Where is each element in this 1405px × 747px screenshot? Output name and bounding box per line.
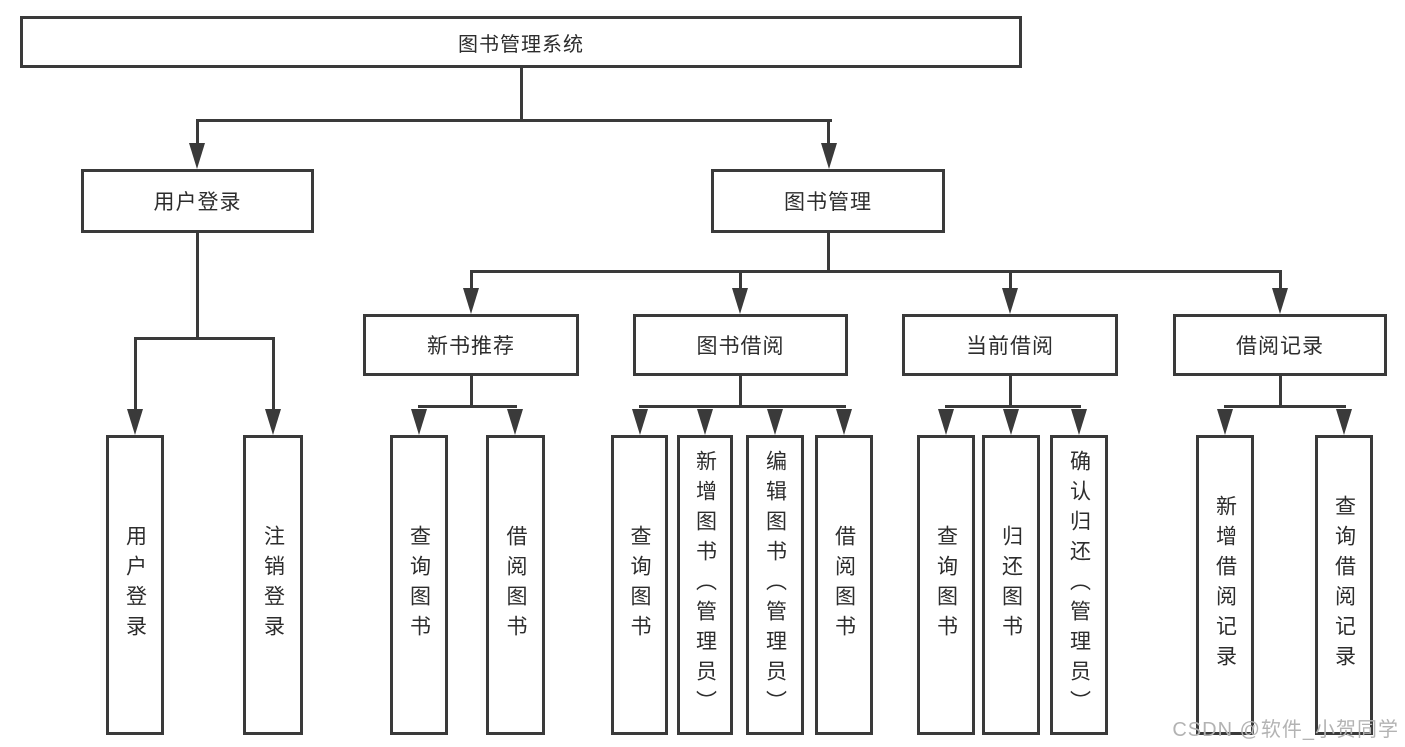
leaf-query-books: 查询图书	[611, 435, 668, 735]
arrowhead-down-icon	[732, 288, 748, 314]
leaf-label: 借阅图书	[832, 525, 856, 645]
arrowhead-down-icon	[836, 409, 852, 435]
connector-line	[470, 270, 473, 292]
leaf-label: 借阅图书	[504, 525, 527, 645]
connector-line	[827, 233, 830, 273]
connector-line	[470, 376, 473, 408]
leaf-add-borrow-record: 新增借阅记录	[1196, 435, 1254, 735]
leaf-label: 用户登录	[123, 525, 147, 645]
arrowhead-down-icon	[463, 288, 479, 314]
leaf-label: 新增借阅记录	[1213, 495, 1237, 675]
arrowhead-down-icon	[821, 143, 837, 169]
node-borrowing-records: 借阅记录	[1173, 314, 1387, 376]
leaf-add-books-admin: 新增图书（管理员）	[677, 435, 733, 735]
connector-line	[639, 405, 846, 408]
arrowhead-down-icon	[189, 143, 205, 169]
leaf-logout: 注销登录	[243, 435, 303, 735]
node-book-management: 图书管理	[711, 169, 945, 233]
node-label: 图书管理	[784, 191, 872, 214]
connector-line	[196, 233, 199, 340]
arrowhead-down-icon	[767, 409, 783, 435]
leaf-borrow-books: 借阅图书	[815, 435, 873, 735]
node-user-login: 用户登录	[81, 169, 314, 233]
leaf-label: 编辑图书（管理员）	[763, 450, 787, 720]
node-label: 图书管理系统	[458, 33, 584, 56]
connector-line	[945, 405, 1081, 408]
leaf-label: 归还图书	[999, 525, 1023, 645]
leaf-return-books: 归还图书	[982, 435, 1040, 735]
node-library-management-system: 图书管理系统	[20, 16, 1022, 68]
leaf-query-books: 查询图书	[917, 435, 975, 735]
leaf-user-login: 用户登录	[106, 435, 164, 735]
node-label: 图书借阅	[696, 335, 785, 358]
arrowhead-down-icon	[1272, 288, 1288, 314]
connector-line	[1279, 270, 1282, 292]
connector-line	[1009, 270, 1012, 292]
node-label: 借阅记录	[1236, 335, 1324, 358]
node-label: 新书推荐	[427, 335, 515, 358]
connector-line	[739, 376, 742, 408]
connector-line	[520, 68, 523, 122]
connector-line	[470, 270, 1282, 273]
node-book-borrowing: 图书借阅	[633, 314, 848, 376]
node-new-book-recommendation: 新书推荐	[363, 314, 579, 376]
arrowhead-down-icon	[938, 409, 954, 435]
arrowhead-down-icon	[507, 409, 523, 435]
connector-line	[418, 405, 517, 408]
watermark: CSDN @软件_小贺同学	[1172, 719, 1399, 741]
leaf-label: 新增图书（管理员）	[693, 450, 717, 720]
leaf-edit-books-admin: 编辑图书（管理员）	[746, 435, 804, 735]
leaf-label: 查询图书	[628, 525, 651, 645]
leaf-borrow-books: 借阅图书	[486, 435, 545, 735]
arrowhead-down-icon	[1002, 288, 1018, 314]
leaf-query-books: 查询图书	[390, 435, 448, 735]
arrowhead-down-icon	[265, 409, 281, 435]
connector-line	[1224, 405, 1346, 408]
arrowhead-down-icon	[1003, 409, 1019, 435]
leaf-confirm-return-admin: 确认归还（管理员）	[1050, 435, 1108, 735]
node-current-borrowing: 当前借阅	[902, 314, 1118, 376]
arrowhead-down-icon	[697, 409, 713, 435]
node-label: 当前借阅	[966, 335, 1054, 358]
arrowhead-down-icon	[411, 409, 427, 435]
connector-line	[739, 270, 742, 292]
leaf-label: 确认归还（管理员）	[1067, 450, 1091, 720]
arrowhead-down-icon	[632, 409, 648, 435]
leaf-query-borrow-record: 查询借阅记录	[1315, 435, 1373, 735]
connector-line	[134, 337, 275, 340]
connector-line	[1009, 376, 1012, 408]
leaf-label: 查询图书	[407, 525, 431, 645]
connector-line	[827, 119, 830, 148]
node-label: 用户登录	[153, 191, 242, 214]
leaf-label: 查询图书	[934, 525, 958, 645]
connector-line	[134, 337, 137, 411]
arrowhead-down-icon	[127, 409, 143, 435]
arrowhead-down-icon	[1336, 409, 1352, 435]
connector-line	[196, 119, 832, 122]
connector-line	[272, 337, 275, 411]
leaf-label: 查询借阅记录	[1332, 495, 1356, 675]
leaf-label: 注销登录	[261, 525, 285, 645]
arrowhead-down-icon	[1217, 409, 1233, 435]
arrowhead-down-icon	[1071, 409, 1087, 435]
connector-line	[196, 119, 199, 148]
connector-line	[1279, 376, 1282, 408]
